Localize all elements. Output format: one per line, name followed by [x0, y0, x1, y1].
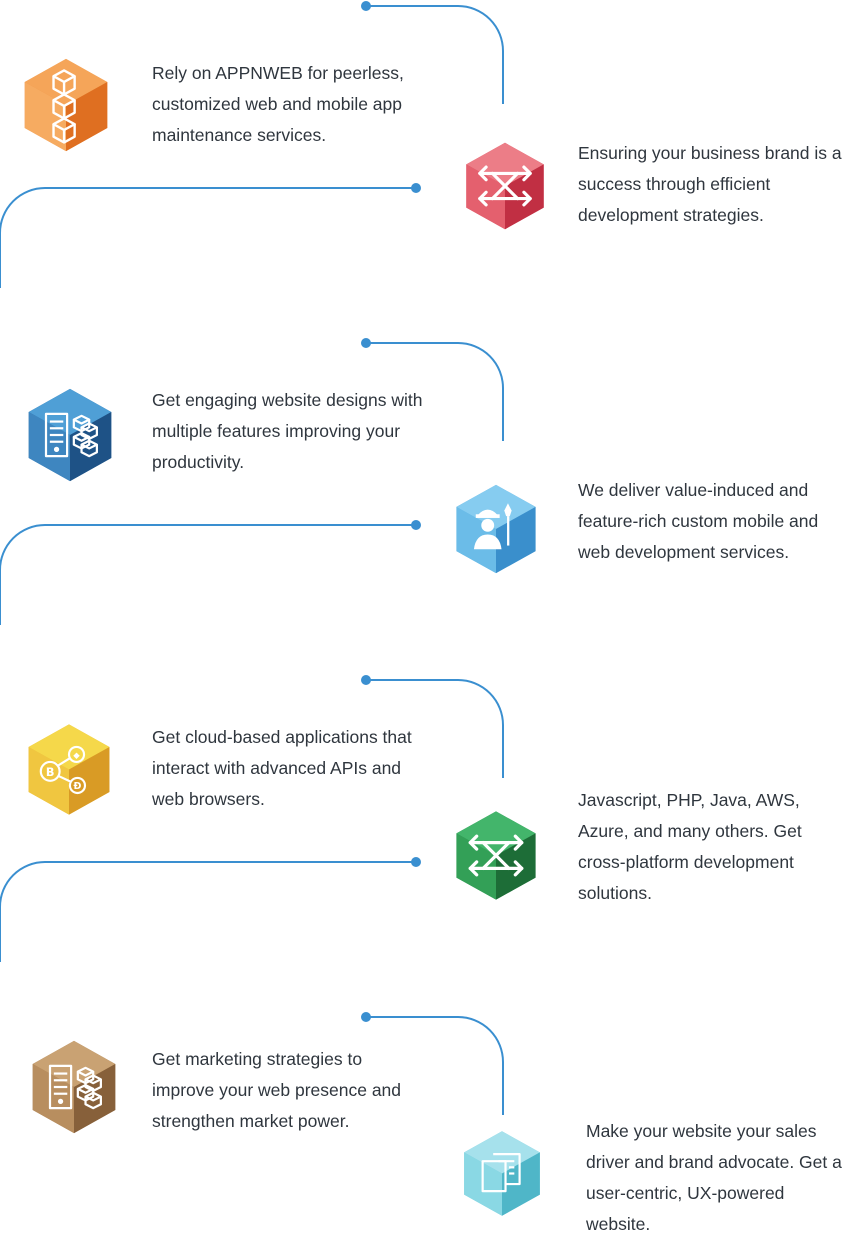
service-description: Get marketing strategies to improve your…: [152, 1049, 402, 1131]
stacked-cubes-icon: [24, 58, 108, 152]
connector-dot: [361, 675, 371, 685]
server-blocks-icon: [28, 388, 112, 482]
svg-text:B: B: [46, 766, 55, 779]
connector-dot: [411, 183, 421, 193]
documents-icon: [464, 1131, 540, 1216]
service-description: Get cloud-based applications that intera…: [152, 727, 412, 809]
service-description: Rely on APPNWEB for peerless, customized…: [152, 63, 404, 145]
service-description: Ensuring your business brand is a succes…: [578, 143, 842, 225]
connector-line: [366, 679, 504, 778]
connector-dot: [361, 338, 371, 348]
expand-arrows-icon: [466, 142, 544, 230]
server-blocks-icon: [32, 1040, 116, 1134]
svg-text:◆: ◆: [73, 750, 80, 760]
connector-dot: [361, 1, 371, 11]
connector-line: [0, 187, 416, 288]
service-description: Make your website your sales driver and …: [586, 1121, 842, 1234]
connector-dot: [361, 1012, 371, 1022]
connector-dot: [411, 857, 421, 867]
connector-line: [366, 342, 504, 441]
connector-line: [366, 1016, 504, 1115]
worker-shovel-icon: [456, 484, 536, 574]
service-description: Javascript, PHP, Java, AWS, Azure, and m…: [578, 790, 802, 903]
expand-arrows-icon: [456, 811, 536, 900]
connector-line: [0, 524, 416, 625]
svg-text:Đ: Đ: [74, 781, 82, 792]
service-description: We deliver value-induced and feature-ric…: [578, 480, 819, 562]
connector-line: [0, 861, 416, 962]
connector-line: [366, 5, 504, 104]
connector-dot: [411, 520, 421, 530]
service-description: Get engaging website designs with multip…: [152, 390, 423, 472]
crypto-network-icon: B ◆ Đ: [28, 724, 110, 815]
